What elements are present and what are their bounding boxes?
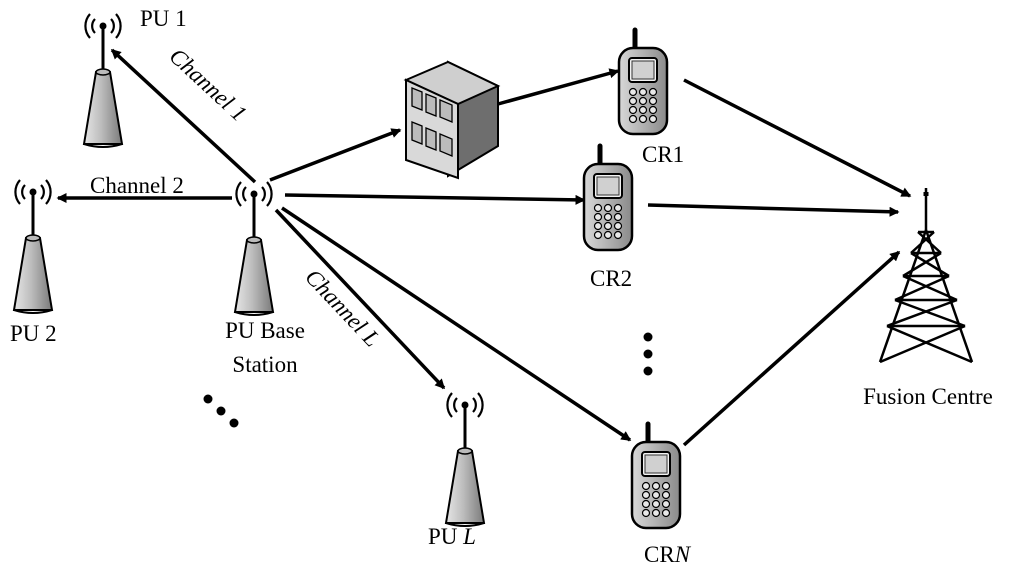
pul-tower-icon — [444, 391, 486, 528]
links — [56, 48, 912, 447]
pu2-tower-icon — [12, 178, 54, 315]
channel-l-label: Channel L — [300, 264, 384, 351]
cr2-phone-icon — [584, 146, 632, 250]
cr1-phone-icon — [619, 30, 667, 134]
base-station-label-line2: Station — [232, 352, 298, 377]
arrow-building-to-cr1 — [497, 68, 620, 106]
ellipsis-dots-cr — [643, 332, 653, 376]
base-station-label-line1: PU Base — [225, 318, 305, 343]
pul-label: PU L — [428, 524, 476, 549]
cr2-label: CR2 — [590, 266, 632, 291]
arrow-base-to-building — [269, 128, 402, 182]
channel-2-label: Channel 2 — [90, 173, 184, 198]
pu1-label: PU 1 — [140, 6, 187, 31]
fusion-centre-tower-icon — [878, 188, 974, 364]
cr1-label: CR1 — [642, 142, 684, 167]
crn-label: CRN — [644, 542, 692, 567]
arrow-base-to-pul — [274, 208, 446, 390]
ellipsis-dots-pu — [203, 394, 239, 428]
arrow-crn-to-fusion — [682, 250, 901, 447]
fusion-centre-label: Fusion Centre — [863, 384, 993, 409]
crn-phone-icon — [632, 424, 680, 528]
arrow-base-to-cr2 — [284, 193, 586, 205]
building-icon — [403, 60, 501, 180]
pu2-label: PU 2 — [10, 321, 57, 346]
channel-1-label: Channel 1 — [165, 43, 252, 126]
pu1-tower-icon — [82, 12, 124, 149]
arrow-cr1-to-fusion — [683, 78, 912, 198]
arrow-cr2-to-fusion — [647, 203, 900, 217]
base-station-tower-icon — [233, 180, 275, 317]
arrow-base-to-crn — [281, 206, 632, 442]
arrow-base-to-pu1 — [110, 48, 257, 184]
